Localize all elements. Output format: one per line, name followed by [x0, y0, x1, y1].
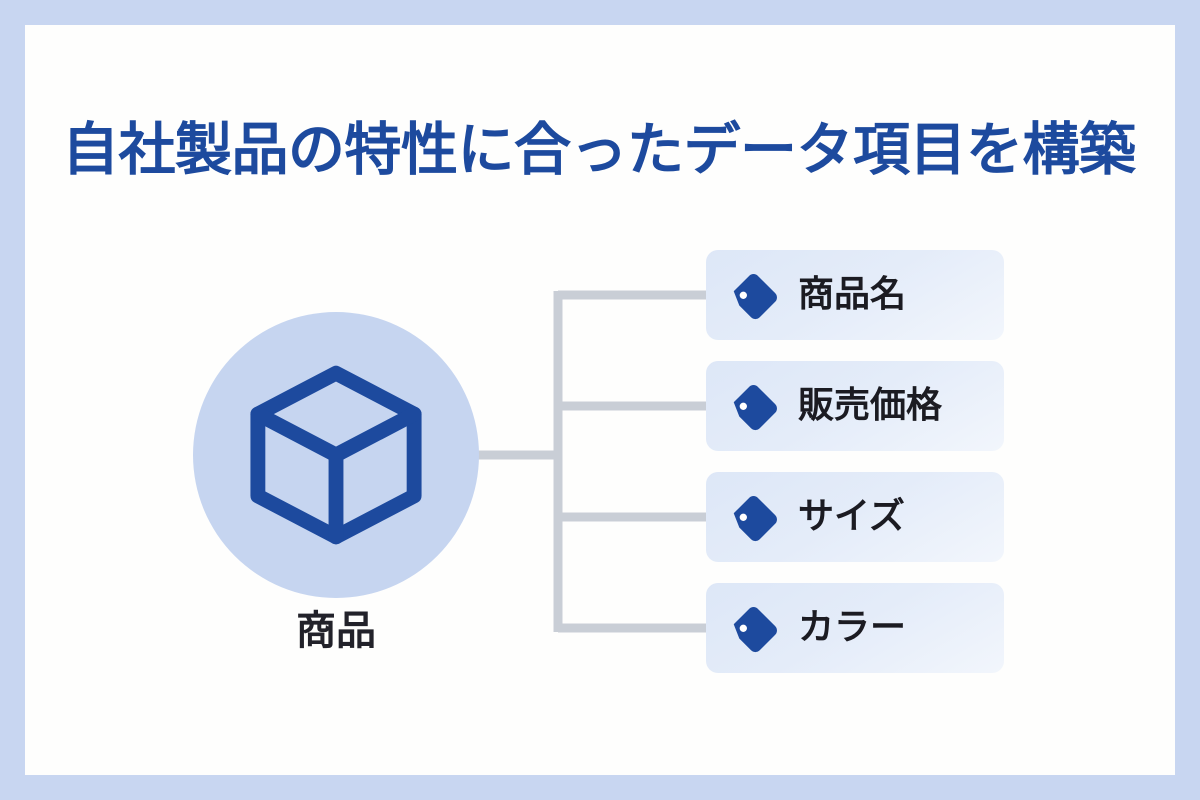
cube-icon — [250, 365, 422, 545]
product-node — [193, 312, 479, 598]
data-item-box[interactable]: サイズ — [706, 472, 1004, 562]
data-item-label: カラー — [798, 607, 907, 648]
slide-canvas: 自社製品の特性に合ったデータ項目を構築 — [25, 25, 1175, 775]
tag-icon — [733, 274, 777, 319]
data-item-box[interactable]: 販売価格 — [706, 361, 1004, 451]
data-item-label: 販売価格 — [798, 385, 943, 426]
data-item-label: 商品名 — [798, 274, 907, 315]
tag-icon — [733, 496, 777, 541]
product-node-caption: 商品 — [296, 608, 376, 654]
tag-icon — [733, 607, 777, 652]
data-item-box[interactable]: カラー — [706, 583, 1004, 673]
data-item-box[interactable]: 商品名 — [706, 250, 1004, 340]
tag-icon — [733, 385, 777, 430]
data-item-label: サイズ — [798, 496, 905, 537]
page-title: 自社製品の特性に合ったデータ項目を構築 — [62, 116, 1136, 183]
